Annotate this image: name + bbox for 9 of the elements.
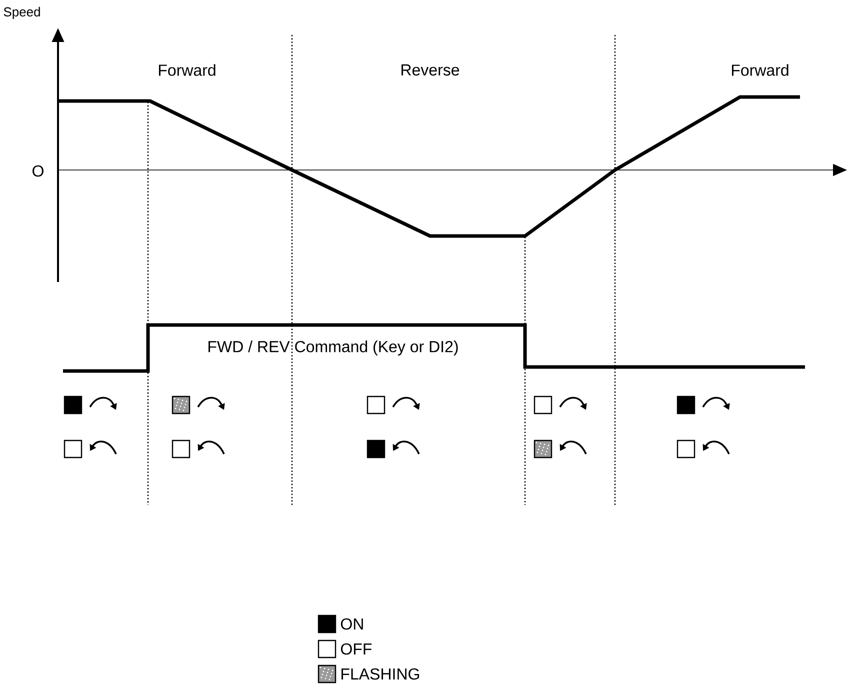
axis-label: Speed [4,6,40,20]
legend-label: FLASHING [342,668,420,680]
region-label: Reverse [402,64,460,76]
origin-label: O [32,165,44,177]
signal-label: FWD / REV Command (Key or DI2) [208,340,458,356]
legend-label: ON [340,618,363,630]
region-label: Forward [158,64,216,76]
region-label: Forward [732,64,788,76]
legend-label: OFF [340,643,372,655]
